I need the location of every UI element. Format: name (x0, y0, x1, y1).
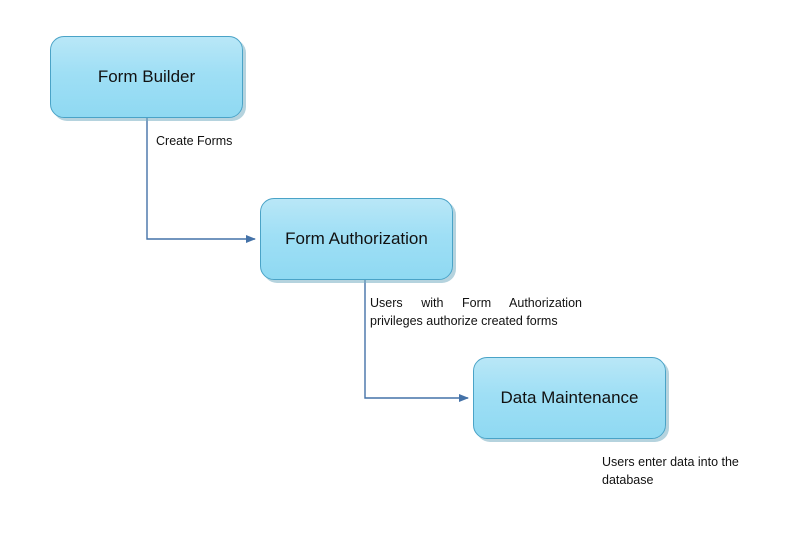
node-data-maintenance-label: Data Maintenance (500, 387, 639, 407)
node-form-builder[interactable]: Form Builder (50, 36, 243, 118)
annotation-data-maintenance-note: Users enter data into the database (602, 455, 739, 488)
node-form-authorization[interactable]: Form Authorization (260, 198, 453, 280)
node-data-maintenance[interactable]: Data Maintenance (473, 357, 666, 439)
connector-form-builder-to-form-authorization (146, 118, 256, 243)
node-form-builder-label: Form Builder (97, 66, 196, 86)
edge-label-create-forms: Create Forms (156, 134, 233, 148)
connector-form-authorization-to-data-maintenance (364, 280, 469, 402)
node-form-authorization-label: Form Authorization (285, 228, 428, 248)
edge-label-authorize-created-forms: Users with Form Authorization privileges… (370, 296, 582, 329)
